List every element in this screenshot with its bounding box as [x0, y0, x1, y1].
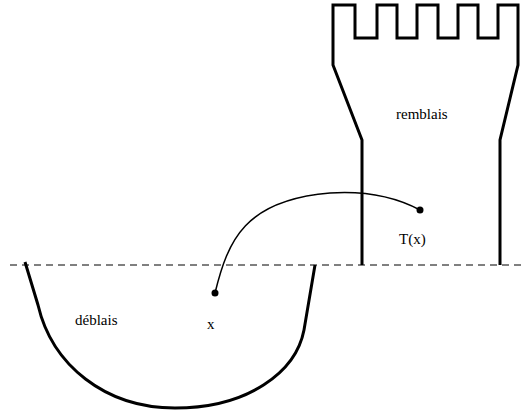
point-label: x	[207, 316, 215, 333]
outline-path	[25, 262, 315, 408]
region-label: déblais	[75, 312, 118, 329]
outline-path	[333, 5, 518, 265]
cut-region: déblais	[20, 258, 320, 412]
point-label: T(x)	[399, 231, 426, 248]
point-dot	[212, 290, 219, 297]
transport-curve	[215, 193, 420, 293]
outline	[330, 2, 522, 268]
fill-tower: remblais	[330, 2, 522, 268]
point-dot	[417, 207, 424, 214]
region-label: remblais	[396, 106, 448, 123]
ground-line	[10, 265, 522, 266]
outline	[20, 258, 320, 412]
